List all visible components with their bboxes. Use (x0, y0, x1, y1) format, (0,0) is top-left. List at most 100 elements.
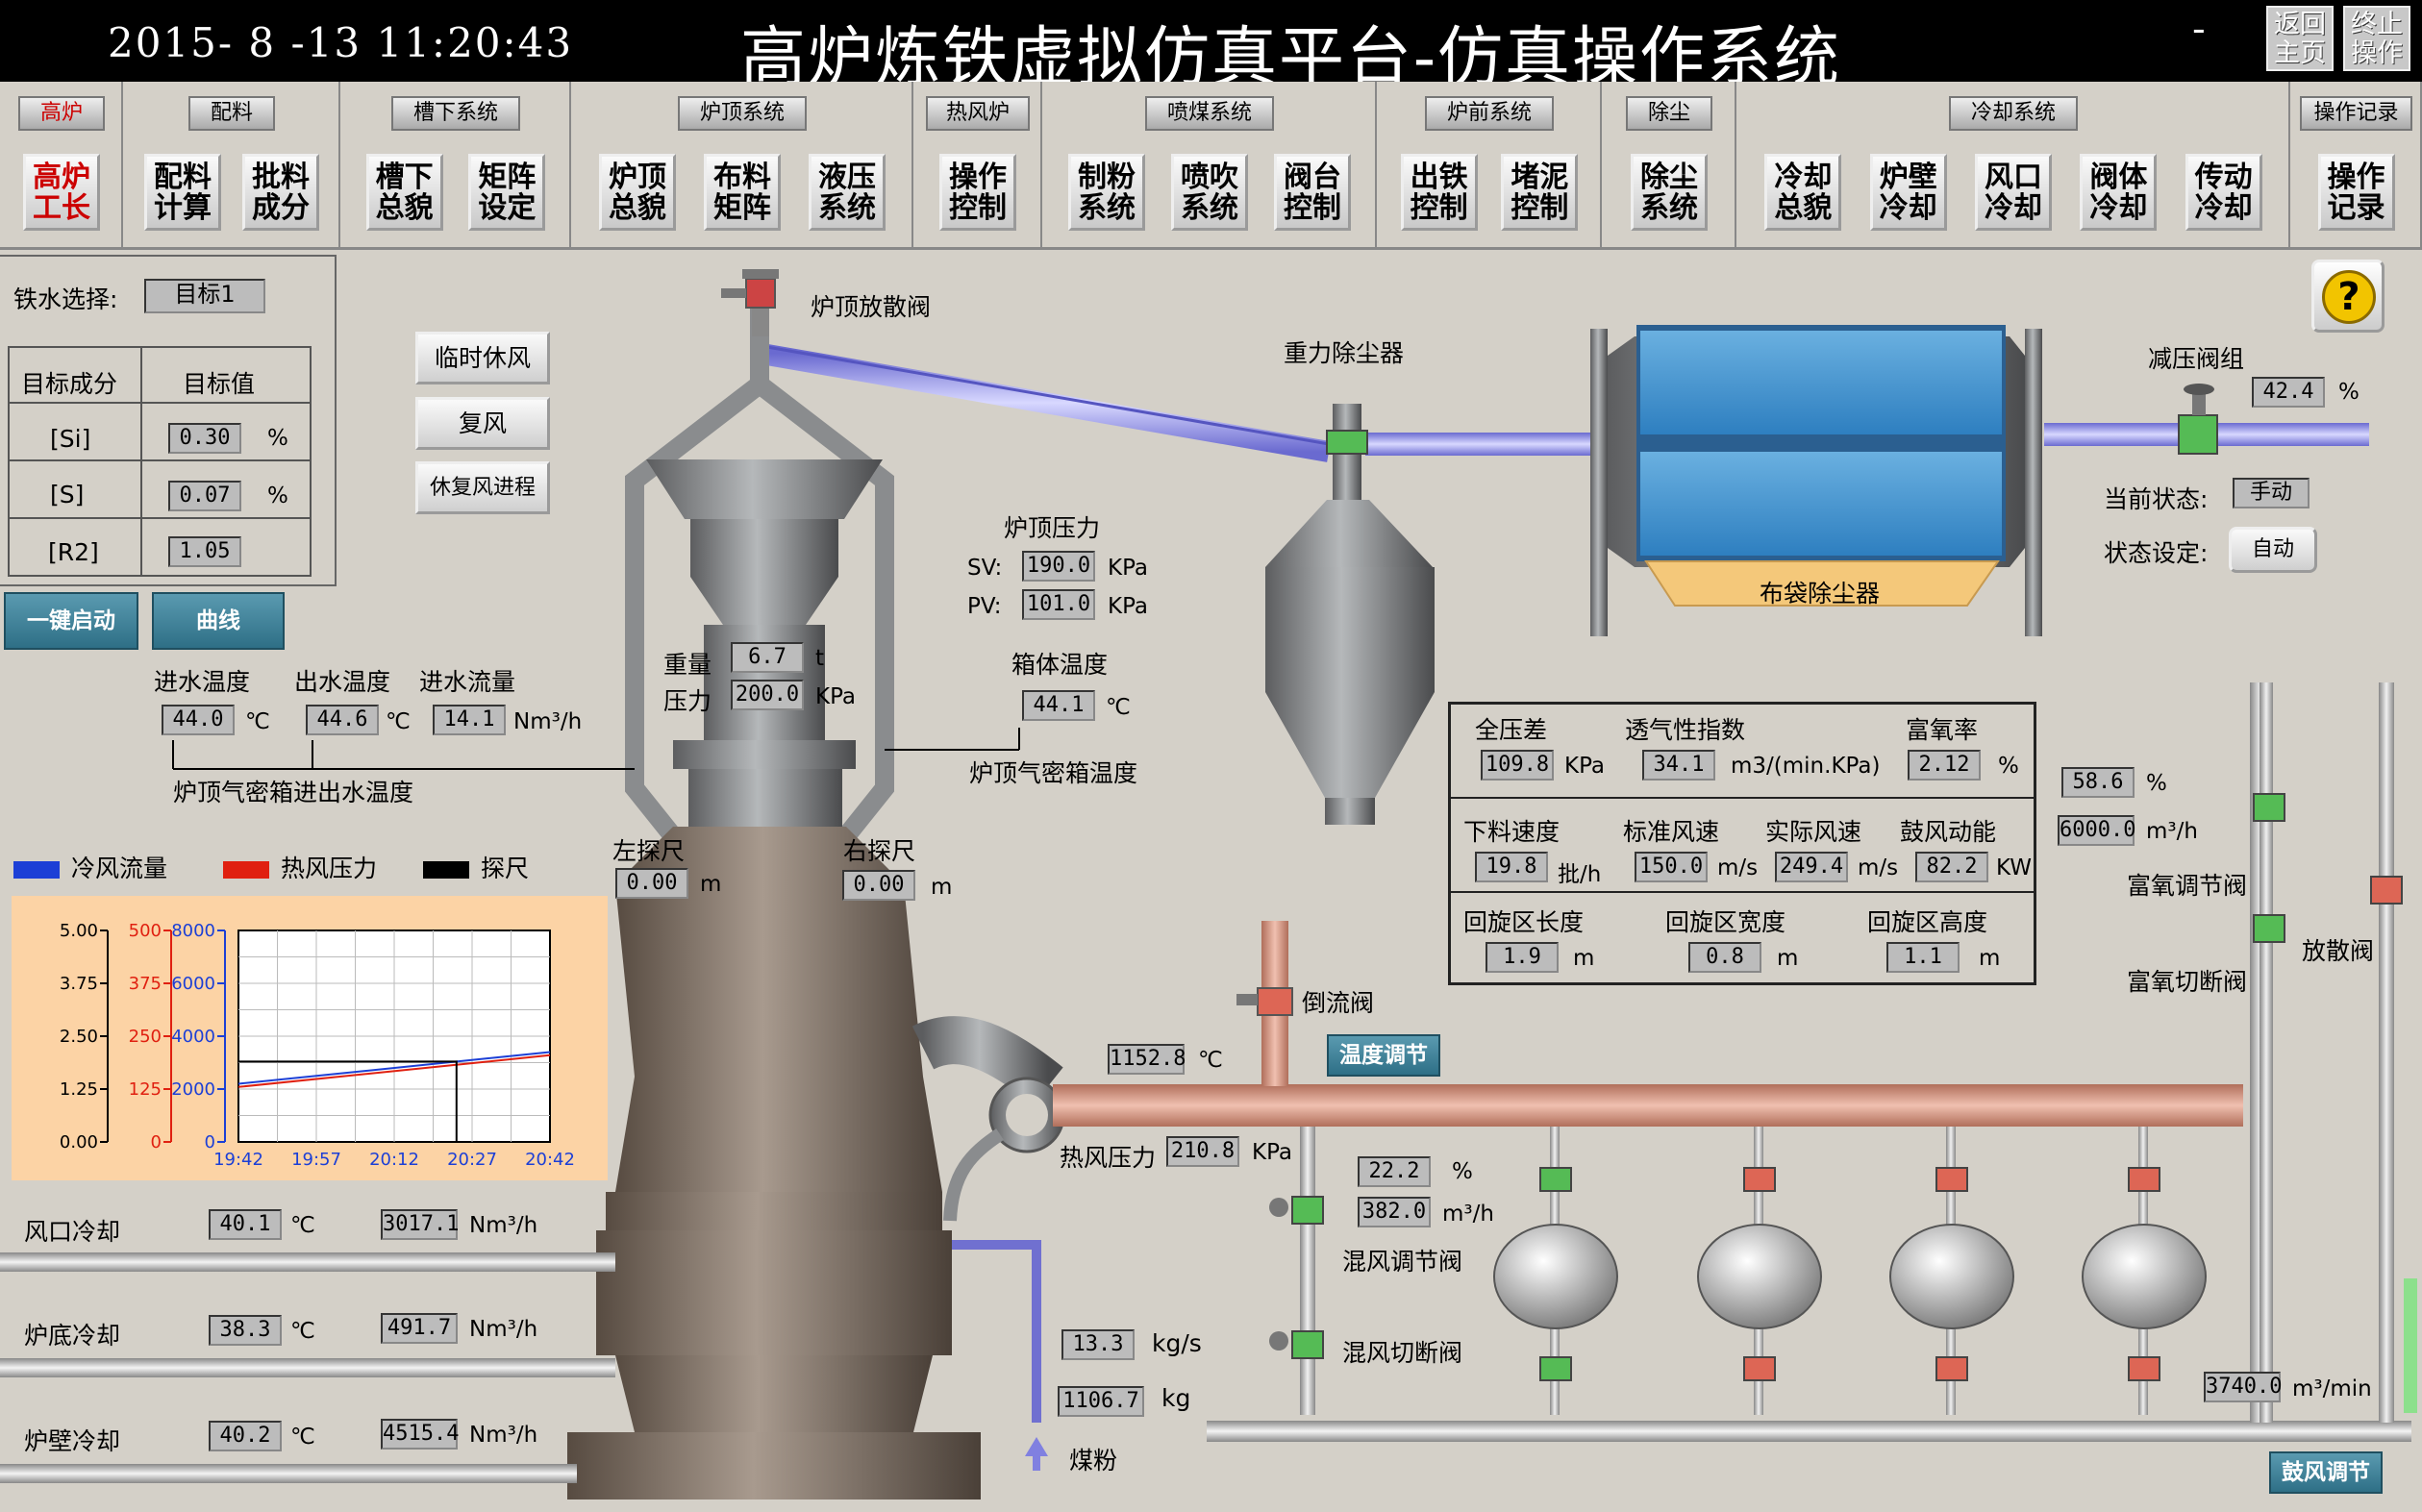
help-button[interactable]: ? (2311, 260, 2385, 333)
target-s-unit: % (267, 483, 288, 508)
oxygen-adjust-valve-icon[interactable] (2253, 793, 2285, 822)
nav-group-label-4[interactable]: 热风炉 (926, 96, 1030, 131)
minimize-button[interactable]: - (2192, 8, 2206, 50)
gravity-dust-collector (1265, 404, 1435, 825)
target-si-unit: % (267, 426, 288, 451)
legend-hot-swatch (223, 861, 269, 879)
right-probe-unit: m (931, 875, 953, 900)
nav-group-label-8[interactable]: 冷却系统 (1949, 96, 2078, 131)
pressure-reducer-value[interactable]: 42.4 (2252, 377, 2325, 408)
permeability-value: 34.1 (1642, 750, 1715, 781)
backflow-valve-icon[interactable] (1257, 987, 1293, 1016)
nav-button-8-3[interactable]: 阀体冷却 (2080, 154, 2158, 231)
descent-value: 19.8 (1475, 852, 1548, 882)
nav-group-0 (0, 82, 123, 250)
total-dp-unit: KPa (1564, 754, 1606, 779)
nav-button-3-1[interactable]: 布料矩阵 (704, 154, 781, 231)
nav-button-8-1[interactable]: 炉壁冷却 (1869, 154, 1947, 231)
vent-valve-icon[interactable] (2370, 876, 2403, 905)
nav-button-2-1[interactable]: 矩阵设定 (468, 154, 546, 231)
nav-button-9-0[interactable]: 操作记录 (2317, 154, 2395, 231)
nav-group-8 (1736, 82, 2290, 250)
nav-button-1-1[interactable]: 批料成分 (242, 154, 319, 231)
top-box-caption: 炉顶气密箱进出水温度 (173, 779, 414, 806)
nav-group-label-6[interactable]: 炉前系统 (1425, 96, 1554, 131)
furnace-body (615, 827, 942, 1192)
nav-group-label-5[interactable]: 喷煤系统 (1145, 96, 1274, 131)
oxygen-pct-value[interactable]: 58.6 (2061, 767, 2135, 798)
blast-energy-value: 82.2 (1915, 852, 1988, 882)
raceway-height-label: 回旋区高度 (1867, 908, 1988, 936)
out-temp-value: 44.6 (306, 705, 379, 735)
backflow-valve-label: 倒流阀 (1302, 989, 1375, 1017)
sv-value[interactable]: 190.0 (1022, 551, 1095, 582)
state-set-button[interactable]: 自动 (2229, 527, 2317, 573)
total-dp-value: 109.8 (1481, 750, 1554, 781)
nav-button-7-0[interactable]: 除尘系统 (1631, 154, 1708, 231)
oxygen-cutoff-valve-icon[interactable] (2253, 914, 2285, 943)
current-state-label: 当前状态: (2104, 485, 2209, 513)
pressure-reducer-valve-icon[interactable] (2178, 414, 2218, 455)
target-si-value[interactable]: 0.30 (168, 423, 241, 454)
hot-blast-temp-value: 1152.8 (1108, 1044, 1186, 1075)
resume-blast-button[interactable]: 复风 (415, 397, 550, 450)
blower-adjust-button[interactable]: 鼓风调节 (2269, 1451, 2383, 1494)
nav-button-3-2[interactable]: 液压系统 (809, 154, 886, 231)
right-probe-label: 右探尺 (843, 837, 916, 865)
nav-group-label-0[interactable]: 高炉 (18, 96, 105, 131)
temp-stop-blast-button[interactable]: 临时休风 (415, 332, 550, 384)
nav-button-3-0[interactable]: 炉顶总貌 (599, 154, 676, 231)
nav-button-5-2[interactable]: 阀台控制 (1274, 154, 1351, 231)
end-operation-button[interactable]: 终止操作 (2343, 6, 2410, 71)
mix-adjust-valve-icon[interactable] (1291, 1196, 1324, 1225)
nav-button-2-0[interactable]: 槽下总貌 (365, 154, 443, 231)
pressure-reducer-label: 减压阀组 (2148, 345, 2245, 373)
cold-blast-main (1207, 1421, 2411, 1442)
tuyere-cooling-label: 风口冷却 (24, 1218, 121, 1246)
nav-button-0-0[interactable]: 高炉工长 (23, 154, 100, 231)
blast-progress-button[interactable]: 休复风进程 (415, 461, 550, 514)
nav-group-4 (913, 82, 1042, 250)
top-vent-valve-icon[interactable] (745, 278, 776, 309)
nav-button-5-0[interactable]: 制粉系统 (1068, 154, 1145, 231)
nav-button-1-0[interactable]: 配料计算 (144, 154, 221, 231)
nav-button-6-0[interactable]: 出铁控制 (1400, 154, 1478, 231)
home-button[interactable]: 返回主页 (2266, 6, 2334, 71)
target-col-value: 目标值 (183, 370, 256, 398)
raceway-width-unit: m (1777, 946, 1799, 971)
curve-button[interactable]: 曲线 (152, 592, 285, 650)
permeability-label: 透气性指数 (1625, 716, 1746, 744)
trend-chart: 5.003.752.501.250.0050037525012508000600… (12, 896, 608, 1180)
nav-button-8-4[interactable]: 传动冷却 (2185, 154, 2262, 231)
nav-group-label-3[interactable]: 炉顶系统 (678, 96, 807, 131)
oxygen-rate-value: 2.12 (1908, 750, 1981, 781)
target-select[interactable]: 目标1 (144, 279, 265, 313)
chart-tick-label-2: 2000 (171, 1079, 215, 1100)
mix-pct-value[interactable]: 22.2 (1358, 1156, 1431, 1187)
nav-group-label-7[interactable]: 除尘 (1626, 96, 1712, 131)
nav-group-6 (1377, 82, 1602, 250)
nav-button-5-1[interactable]: 喷吹系统 (1171, 154, 1248, 231)
oxygen-flow-unit: m³/h (2146, 819, 2198, 844)
right-probe-value: 0.00 (842, 870, 915, 901)
nav-group-label-9[interactable]: 操作记录 (2300, 96, 2412, 131)
nav-button-8-2[interactable]: 风口冷却 (1975, 154, 2052, 231)
target-r2-value[interactable]: 1.05 (168, 536, 241, 567)
target-s-value[interactable]: 0.07 (168, 481, 241, 511)
hot-blast-pressure-label: 热风压力 (1060, 1144, 1157, 1172)
nav-group-label-1[interactable]: 配料 (188, 96, 275, 131)
mix-pct-unit: % (1452, 1159, 1473, 1184)
nav-button-6-1[interactable]: 堵泥控制 (1501, 154, 1579, 231)
chart-tick-label-1: 0 (151, 1132, 162, 1153)
nav-button-4-0[interactable]: 操作控制 (939, 154, 1016, 231)
mix-cutoff-valve-icon[interactable] (1291, 1330, 1324, 1359)
nav-button-8-0[interactable]: 冷却总貌 (1764, 154, 1842, 231)
gas-pipe-top (760, 343, 1331, 462)
coal-rate-unit: kg/s (1152, 1329, 1202, 1357)
sv-unit: KPa (1108, 556, 1149, 581)
nav-group-label-2[interactable]: 槽下系统 (391, 96, 520, 131)
temp-adjust-button[interactable]: 温度调节 (1327, 1034, 1440, 1077)
tuyere-cooling-flow-unit: Nm³/h (469, 1213, 538, 1238)
one-click-start-button[interactable]: 一键启动 (4, 592, 138, 650)
